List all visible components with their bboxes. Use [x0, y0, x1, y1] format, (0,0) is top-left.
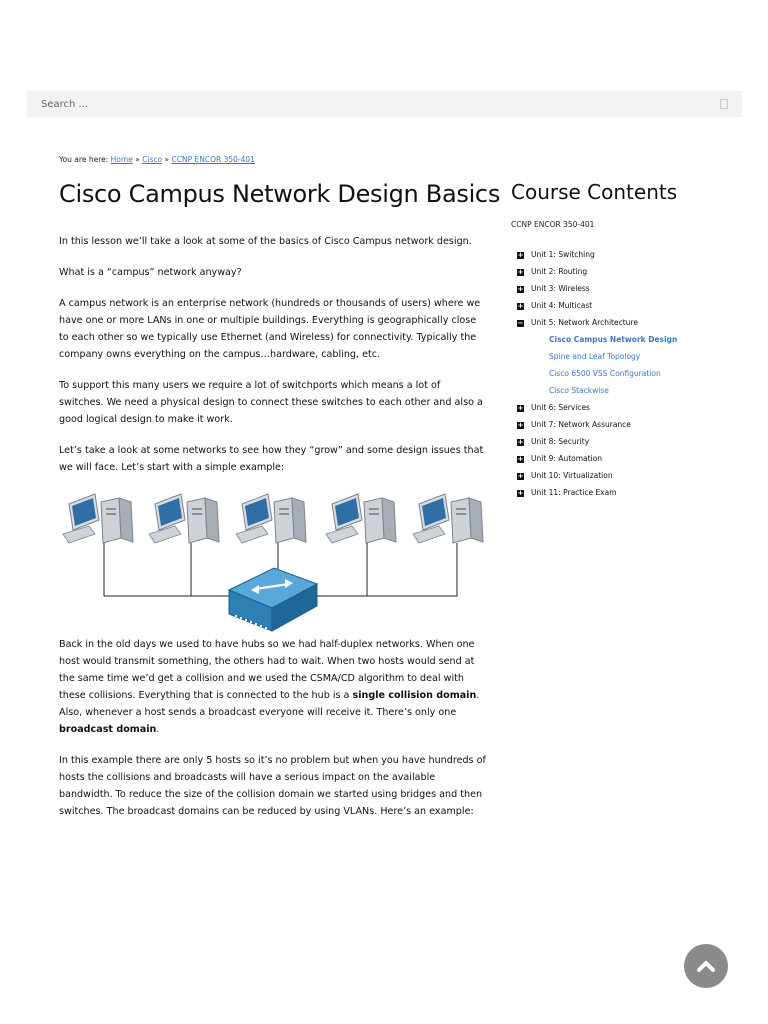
paragraph-intro: In this lesson we’ll take a look at some… — [59, 236, 472, 247]
breadcrumb-separator: » — [135, 155, 140, 164]
unit-label[interactable]: Unit 3: Wireless — [531, 284, 590, 293]
host-5-icon — [412, 493, 484, 544]
paragraph-collisions: In this example there are only 5 hosts s… — [59, 755, 486, 817]
lesson-link-campus-design[interactable]: Cisco Campus Network Design — [549, 335, 678, 344]
sidebar-item-unit-9[interactable]: + Unit 9: Automation — [517, 453, 677, 470]
unit-label[interactable]: Unit 1: Switching — [531, 250, 595, 259]
paragraph-question: What is a “campus” network anyway? — [59, 267, 242, 278]
breadcrumb: You are here: Home » Cisco » CCNP ENCOR … — [59, 155, 255, 164]
breadcrumb-separator: » — [164, 155, 170, 164]
unit-label[interactable]: Unit 5: Network Architecture — [531, 318, 638, 327]
host-4-icon — [325, 493, 397, 544]
plus-box-icon[interactable]: + — [517, 403, 524, 412]
plus-box-icon[interactable]: + — [517, 488, 524, 497]
page-title: Cisco Campus Network Design Basics — [59, 180, 501, 208]
lesson-link-6500-vss[interactable]: Cisco 6500 VSS Configuration — [549, 369, 661, 378]
sidebar-item-unit-4[interactable]: + Unit 4: Multicast — [517, 300, 677, 317]
sidebar-item-unit-3[interactable]: + Unit 3: Wireless — [517, 283, 677, 300]
lesson-link-stackwise[interactable]: Cisco Stackwise — [549, 386, 609, 395]
unit-label[interactable]: Unit 8: Security — [531, 437, 590, 446]
unit-label[interactable]: Unit 9: Automation — [531, 454, 603, 463]
minus-box-icon[interactable]: − — [517, 318, 524, 327]
host-1-icon — [62, 493, 134, 544]
sidebar-item-unit-1[interactable]: + Unit 1: Switching — [517, 249, 677, 266]
plus-box-icon[interactable]: + — [517, 454, 524, 463]
chevron-up-icon — [697, 961, 715, 972]
plus-box-icon[interactable]: + — [517, 437, 524, 446]
text: . Also, whenever a host sends a broadcas… — [59, 690, 480, 718]
paragraph-example-intro: Let’s take a look at some networks to se… — [59, 445, 484, 473]
sidebar-title: Course Contents — [511, 180, 678, 204]
paragraph-campus-definition: A campus network is an enterprise networ… — [59, 298, 481, 360]
plus-box-icon[interactable]: + — [517, 267, 524, 276]
network-diagram — [62, 493, 484, 632]
plus-box-icon[interactable]: + — [517, 250, 524, 259]
course-sidebar: Course Contents CCNP ENCOR 350-401 + Unit… — [511, 180, 751, 497]
sidebar-item-unit-6[interactable]: + Unit 6: Services — [517, 402, 677, 419]
breadcrumb-course-link[interactable]: CCNP ENCOR 350-401 — [171, 155, 255, 164]
plus-box-icon[interactable]: + — [517, 420, 524, 429]
unit-label[interactable]: Unit 11: Practice Exam — [531, 488, 617, 497]
search-icon[interactable] — [720, 99, 728, 109]
host-3-icon — [235, 493, 307, 544]
plus-box-icon[interactable]: + — [517, 284, 524, 293]
lesson-link-spine-leaf[interactable]: Spine and Leaf Topology — [549, 352, 641, 361]
sidebar-item-unit-8[interactable]: + Unit 8: Security — [517, 436, 677, 453]
breadcrumb-home-link[interactable]: Home — [110, 155, 133, 164]
unit-label[interactable]: Unit 2: Routing — [531, 267, 588, 276]
paragraph-hubs: Back in the old days we used to have hub… — [59, 636, 487, 738]
text: . — [156, 724, 160, 735]
sidebar-item-unit-7[interactable]: + Unit 7: Network Assurance — [517, 419, 677, 436]
breadcrumb-cisco-link[interactable]: Cisco — [142, 155, 163, 164]
unit-label[interactable]: Unit 7: Network Assurance — [531, 420, 631, 429]
host-2-icon — [148, 493, 220, 544]
plus-box-icon[interactable]: + — [517, 471, 524, 480]
unit-label[interactable]: Unit 4: Multicast — [531, 301, 593, 310]
unit-list: + Unit 1: Switching + Unit 2: Routing + Uni… — [517, 249, 677, 504]
term-collision-domain: single collision domain — [352, 690, 477, 701]
search-bar — [27, 91, 742, 117]
unit-label[interactable]: Unit 10: Virtualization — [531, 471, 613, 480]
text: Back in the old days we used to have hub… — [59, 639, 475, 701]
sidebar-item-unit-11[interactable]: + Unit 11: Practice Exam — [517, 487, 677, 504]
scroll-to-top-button[interactable] — [684, 944, 728, 988]
sidebar-item-unit-5[interactable]: −Unit 5: Network Architecture — [517, 317, 677, 334]
search-input[interactable] — [41, 96, 701, 112]
breadcrumb-prefix: You are here: — [59, 155, 109, 164]
term-broadcast-domain: broadcast domain — [59, 724, 157, 735]
course-name: CCNP ENCOR 350-401 — [511, 220, 595, 229]
plus-box-icon[interactable]: + — [517, 301, 524, 310]
hub-icon — [227, 567, 319, 632]
sidebar-item-unit-2[interactable]: + Unit 2: Routing — [517, 266, 677, 283]
unit-label[interactable]: Unit 6: Services — [531, 403, 590, 412]
paragraph-switchports: To support this many users we require a … — [59, 380, 483, 425]
sidebar-item-unit-10[interactable]: + Unit 10: Virtualization — [517, 470, 677, 487]
